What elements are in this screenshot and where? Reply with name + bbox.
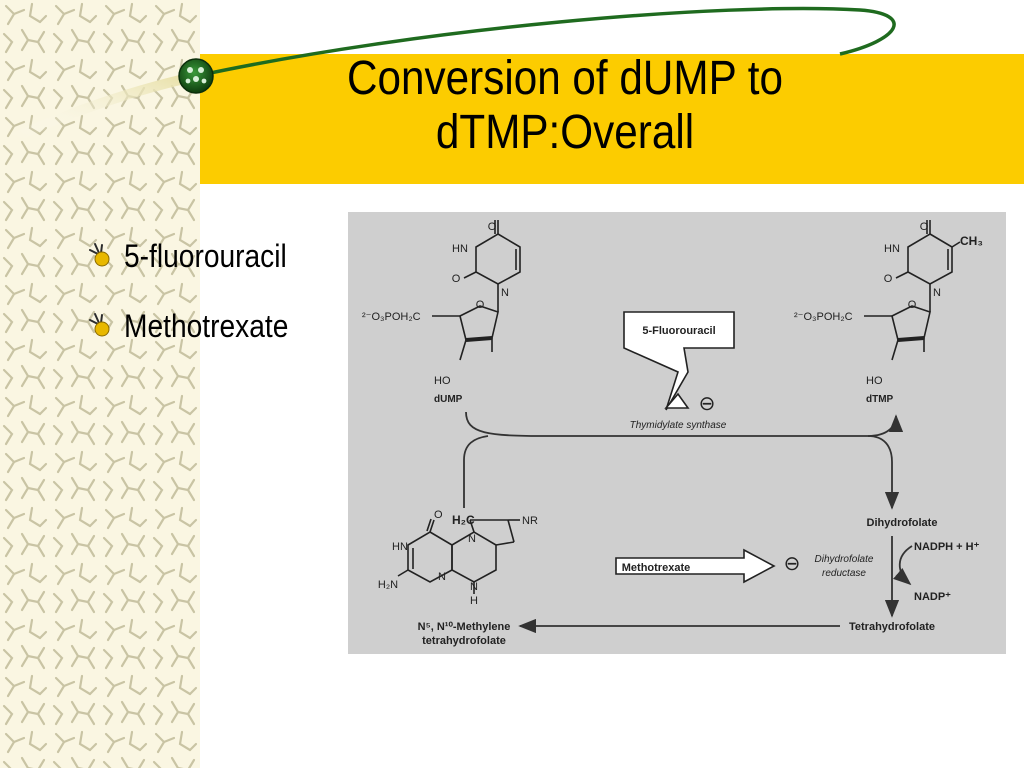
arrow-to-dihydrofolate	[867, 435, 900, 510]
dtmp-structure	[864, 220, 961, 361]
bullet-icon	[89, 313, 110, 337]
dump-n1: N	[501, 287, 509, 299]
diagram-background	[348, 212, 1006, 654]
dump-o-top: O	[488, 221, 497, 233]
bullet-label: 5-fluorouracil	[124, 238, 287, 274]
dump-o-c2: O	[452, 273, 461, 285]
folate-h2c: H₂C	[452, 513, 475, 527]
inhibit-icon-2: ⊖	[784, 553, 801, 575]
methylene-thf-structure	[397, 518, 520, 594]
dump-o-ring: O	[476, 299, 485, 311]
decorative-pattern-strip	[0, 0, 200, 768]
dump-hn: HN	[452, 243, 468, 255]
folate-n-ring: N	[468, 533, 476, 545]
slide-title-line-2: dTMP:Overall	[435, 106, 695, 159]
arrow-dump-to-dtmp	[465, 411, 904, 437]
methylene-thf-label-2: tetrahydrofolate	[422, 635, 506, 647]
folate-hn: HN	[392, 541, 408, 553]
dihydrofolate-label: Dihydrofolate	[867, 517, 938, 529]
dump-to-dtmp-diagram: O HN O N O ²⁻O₃POH₂C HO dUMP O HN O N O …	[348, 212, 1006, 654]
molecule-pattern	[0, 0, 200, 768]
folate-o: O	[434, 509, 443, 521]
dump-phosphate: ²⁻O₃POH₂C	[362, 311, 421, 323]
dump-structure	[432, 220, 521, 361]
methotrexate-callout	[615, 548, 776, 584]
folate-n-bottom: N	[470, 581, 478, 593]
dtmp-o-ring: O	[908, 299, 917, 311]
fluorouracil-callout-shape	[623, 311, 735, 411]
bullet-icon	[89, 243, 110, 267]
dtmp-o-c2: O	[884, 273, 893, 285]
fluorouracil-callout	[623, 311, 735, 411]
enzyme-dhfr-line-1: Dihydrofolate	[815, 554, 874, 565]
methotrexate-label: Methotrexate	[622, 562, 690, 574]
dtmp-ho: HO	[866, 375, 883, 387]
dtmp-o-top: O	[920, 221, 929, 233]
methylene-thf-label-1: N⁵, N¹⁰-Methylene	[418, 621, 511, 633]
nadph-label: NADPH + H⁺	[914, 541, 980, 553]
fluorouracil-arrowhead	[664, 392, 690, 409]
bullet-label: Methotrexate	[124, 308, 289, 344]
dtmp-methyl: CH₃	[960, 234, 983, 248]
dtmp-n1: N	[933, 287, 941, 299]
fluorouracil-label: 5-Fluorouracil	[642, 325, 715, 337]
folate-h: H	[470, 595, 478, 607]
dtmp-hn: HN	[884, 243, 900, 255]
methotrexate-arrow-shape	[615, 548, 776, 584]
folate-nr: NR	[522, 515, 538, 527]
nadp-label: NADP⁺	[914, 591, 951, 603]
enzyme-dhfr-line-2: reductase	[822, 568, 866, 579]
enzyme-thymidylate-synthase: Thymidylate synthase	[630, 420, 727, 431]
dtmp-label: dTMP	[866, 394, 894, 405]
slide-title-line-1: Conversion of dUMP to	[347, 52, 783, 105]
pathway-diagram-svg: O HN O N O ²⁻O₃POH₂C HO dUMP O HN O N O …	[348, 212, 1006, 654]
inhibit-icon: ⊖	[699, 393, 716, 415]
folate-h2n: H₂N	[378, 579, 398, 591]
dump-ho: HO	[434, 375, 451, 387]
folate-n-low: N	[438, 571, 446, 583]
arrow-nadph-to-nadp	[893, 545, 913, 586]
pathway-arrows	[463, 411, 913, 634]
tetrahydrofolate-label: Tetrahydrofolate	[849, 621, 935, 633]
dump-label: dUMP	[434, 394, 463, 405]
arrow-methylene-up	[463, 435, 489, 508]
slide-title: Conversion of dUMP to dTMP:Overall	[270, 52, 860, 160]
dtmp-phosphate: ²⁻O₃POH₂C	[794, 311, 853, 323]
